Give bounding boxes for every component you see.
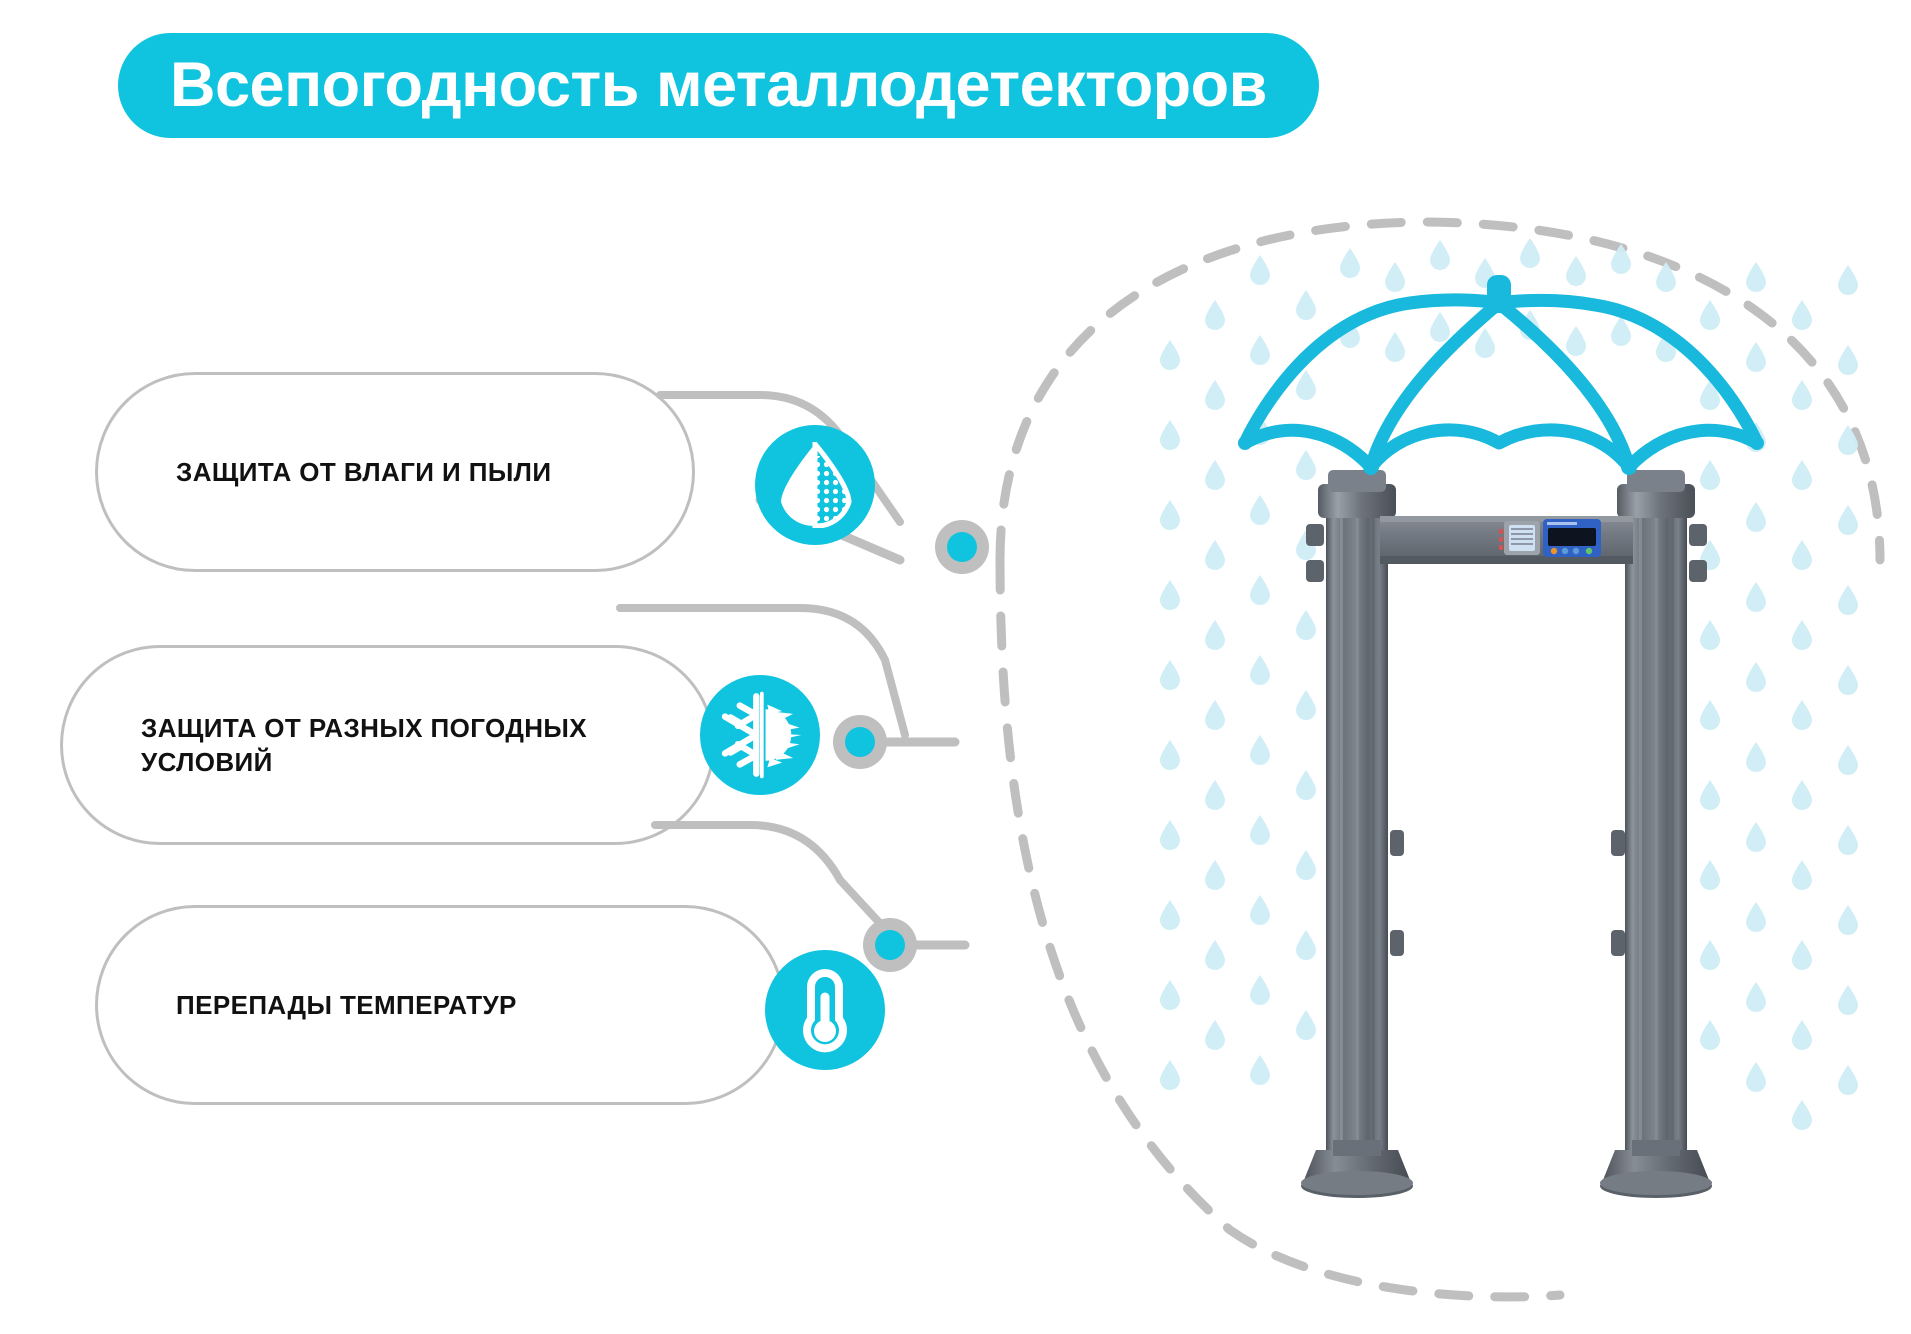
feature-label-2: ЗАЩИТА ОТ РАЗНЫХ ПОГОДНЫХ УСЛОВИЙ: [141, 712, 588, 777]
feature-icon-3[interactable]: [765, 950, 885, 1070]
raindrops: [1160, 238, 1858, 1130]
connector-node-1[interactable]: [935, 520, 989, 574]
connector-node-2[interactable]: [833, 715, 887, 769]
walk-through-metal-detector: [1301, 470, 1712, 1198]
control-panel-display: [1499, 519, 1601, 557]
connector-node-3[interactable]: [863, 918, 917, 972]
connector-node-dot-1: [947, 532, 977, 562]
feature-pill-3[interactable]: ПЕРЕПАДЫ ТЕМПЕРАТУР: [95, 905, 785, 1105]
feature-pill-1[interactable]: ЗАЩИТА ОТ ВЛАГИ И ПЫЛИ: [95, 372, 695, 572]
dashed-arc-bottom: [995, 555, 1565, 1302]
connector-node-dot-3: [875, 930, 905, 960]
feature-label-3: ПЕРЕПАДЫ ТЕМПЕРАТУР: [176, 989, 517, 1020]
page-title: Всепогодность металлодетекторов: [170, 50, 1267, 120]
feature-icon-1[interactable]: [755, 425, 875, 545]
connector-line-3: [651, 821, 904, 949]
feature-icon-2[interactable]: [700, 675, 820, 795]
snowflake-sun-icon: [721, 691, 802, 779]
umbrella-icon: [1238, 275, 1764, 475]
page-title-banner: Всепогодность металлодетекторов: [118, 33, 1319, 138]
dashed-arc-top: [995, 217, 1885, 565]
water-drop-icon: [781, 442, 852, 528]
feature-label-1: ЗАЩИТА ОТ ВЛАГИ И ПЫЛИ: [176, 456, 552, 487]
connector-line-2: [616, 604, 909, 739]
thermometer-icon: [803, 968, 847, 1053]
connector-node-dot-2: [845, 727, 875, 757]
